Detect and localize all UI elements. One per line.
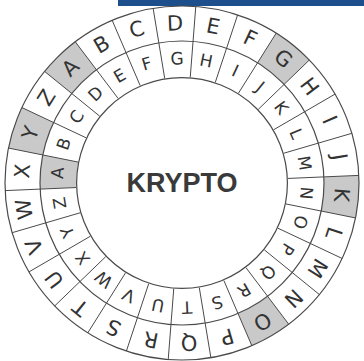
inner-letter: Z <box>50 196 69 210</box>
outer-letter: R <box>141 328 159 351</box>
wheel-title: KRYPTO <box>126 168 237 199</box>
inner-letter: G <box>170 50 184 68</box>
inner-letter: B <box>54 136 74 152</box>
inner-letter: P <box>277 240 297 258</box>
inner-letter: U <box>150 295 166 314</box>
outer-letter: T <box>70 295 93 319</box>
cell-divider <box>190 7 196 78</box>
cell-divider <box>288 175 359 178</box>
outer-letter: D <box>167 13 184 35</box>
ring-outline <box>5 6 359 360</box>
outer-letter: F <box>240 27 260 51</box>
outer-letter: V <box>23 235 48 256</box>
inner-letter: N <box>297 186 315 200</box>
inner-letter: Q <box>257 261 278 283</box>
inner-letter: E <box>111 66 129 86</box>
shaded-cell <box>321 175 359 218</box>
inner-letter: W <box>92 267 116 291</box>
inner-letter: O <box>290 213 310 231</box>
inner-letter: S <box>209 292 224 311</box>
inner-letter: Y <box>58 224 78 240</box>
inner-letter: K <box>271 99 291 118</box>
outer-letter: H <box>296 74 322 99</box>
inner-letter: L <box>286 126 305 141</box>
inner-letter: D <box>85 83 106 104</box>
inner-letter: R <box>235 280 254 301</box>
disc-circle <box>77 78 288 289</box>
inner-letter: T <box>182 298 193 315</box>
cell-divider <box>199 288 211 358</box>
outer-letter: L <box>322 224 346 242</box>
cell-divider <box>168 289 174 360</box>
outer-letter: U <box>42 267 68 292</box>
inner-letter: I <box>229 62 241 80</box>
shaded-cell <box>8 108 53 155</box>
inner-letter: V <box>120 285 138 305</box>
shaded-cell <box>40 155 78 189</box>
ring-outline <box>40 41 324 325</box>
outer-letter: W <box>13 197 37 221</box>
outer-letter: I <box>318 113 340 127</box>
outer-letter: Z <box>34 86 59 109</box>
outer-letter: K <box>330 188 352 203</box>
outer-letter: C <box>127 18 147 42</box>
shaded-cell <box>45 42 97 94</box>
inner-letter: C <box>67 107 88 126</box>
inner-letter: M <box>295 154 314 171</box>
outer-letter: Q <box>180 331 197 353</box>
outer-letter: E <box>205 15 222 38</box>
cell-divider <box>5 188 76 191</box>
inner-letter: A <box>49 167 67 180</box>
outer-letter: B <box>90 32 113 57</box>
shaded-cell <box>258 33 310 84</box>
outer-letter: X <box>12 163 34 179</box>
outer-letter: S <box>103 315 124 340</box>
inner-letter: X <box>73 248 94 268</box>
wheel-rings <box>5 6 359 360</box>
center-disc: KRYPTO <box>76 77 288 289</box>
banner-strip <box>118 0 364 6</box>
cell-divider <box>153 8 165 78</box>
outer-letter: P <box>218 324 236 348</box>
inner-letter: J <box>253 79 268 95</box>
shaded-cell <box>238 296 289 345</box>
outer-letter: M <box>303 255 330 282</box>
outer-letter: N <box>280 285 306 311</box>
inner-letter: H <box>199 52 215 71</box>
inner-letter: F <box>140 54 154 73</box>
outer-letter: J <box>328 152 350 162</box>
